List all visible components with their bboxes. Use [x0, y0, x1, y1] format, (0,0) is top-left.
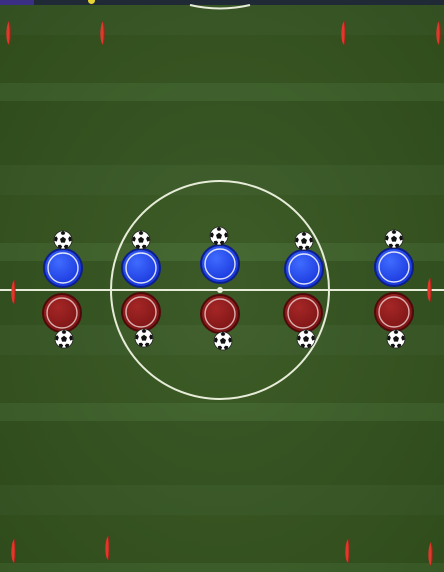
cone-icon[interactable] — [341, 21, 345, 45]
cone-icon[interactable] — [11, 280, 15, 304]
top-arc-line — [190, 5, 250, 9]
cone-icon[interactable] — [100, 21, 104, 45]
cone-icon[interactable] — [105, 536, 109, 560]
cone-icon[interactable] — [6, 21, 10, 45]
soccer-ball-icon[interactable] — [55, 330, 73, 348]
cone-icon[interactable] — [436, 21, 440, 45]
soccer-ball-icon[interactable] — [135, 329, 153, 347]
blue-player-token[interactable] — [285, 250, 323, 288]
soccer-ball-icon[interactable] — [54, 231, 72, 249]
soccer-ball-icon[interactable] — [297, 330, 315, 348]
cone-icon[interactable] — [428, 542, 432, 566]
soccer-ball-icon[interactable] — [387, 330, 405, 348]
soccer-ball-icon[interactable] — [132, 231, 150, 249]
soccer-ball-icon[interactable] — [385, 230, 403, 248]
blue-player-token[interactable] — [375, 248, 413, 286]
red-player-token[interactable] — [43, 294, 81, 332]
soccer-ball-icon[interactable] — [210, 227, 228, 245]
centre-spot — [217, 287, 223, 293]
red-player-token[interactable] — [375, 293, 413, 331]
red-team — [43, 293, 413, 333]
blue-player-token[interactable] — [201, 245, 239, 283]
cone-icon[interactable] — [11, 539, 15, 563]
soccer-ball-icon[interactable] — [214, 332, 232, 350]
red-player-token[interactable] — [284, 294, 322, 332]
blue-player-token[interactable] — [44, 249, 82, 287]
red-player-token[interactable] — [201, 295, 239, 333]
cone-icon[interactable] — [427, 278, 431, 302]
blue-player-token[interactable] — [122, 249, 160, 287]
red-player-token[interactable] — [122, 293, 160, 331]
cone-icon[interactable] — [345, 539, 349, 563]
blue-team — [44, 245, 413, 288]
soccer-ball-icon[interactable] — [295, 232, 313, 250]
